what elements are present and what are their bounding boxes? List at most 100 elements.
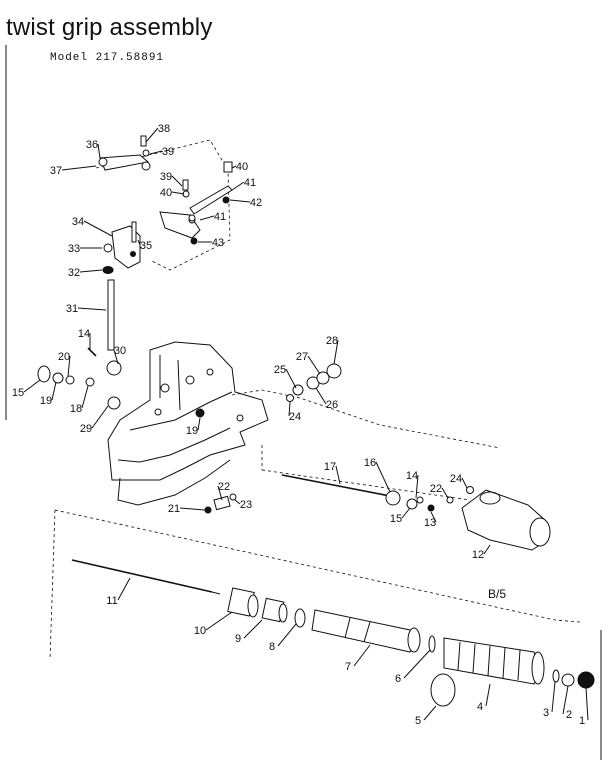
leader-36 <box>97 143 101 159</box>
leader-19 <box>51 381 57 401</box>
leader-19 <box>197 417 201 431</box>
throttle-shaft-7 <box>311 609 421 653</box>
callout-15: 15 <box>12 387 24 399</box>
screw-36 <box>131 221 137 243</box>
washer-21 <box>65 375 75 385</box>
leader-7 <box>353 644 371 667</box>
bushing-23 <box>213 495 231 511</box>
tiller-bracket-12 <box>461 489 551 551</box>
gear-17 <box>385 490 401 506</box>
leader-24 <box>288 401 291 417</box>
leader-38 <box>145 127 159 143</box>
callout-5: 5 <box>415 715 421 727</box>
leader-37 <box>61 165 97 171</box>
leader-34 <box>83 220 113 237</box>
spacer-41b <box>188 214 196 222</box>
callout-24: 24 <box>450 473 462 485</box>
callout-4: 4 <box>477 701 483 713</box>
callout-31: 31 <box>66 303 78 315</box>
leader-4 <box>485 683 491 707</box>
lower-unit-housing <box>107 341 269 506</box>
leader-11 <box>117 577 131 601</box>
leader-6 <box>403 649 431 679</box>
ring-8 <box>294 608 306 628</box>
leader-26 <box>315 387 327 405</box>
callout-24: 24 <box>289 411 301 423</box>
leader-13 <box>430 511 437 523</box>
leader-16 <box>375 461 391 493</box>
leader-39 <box>171 175 183 187</box>
callout-8: 8 <box>269 641 275 653</box>
callout-43: 43 <box>212 237 224 249</box>
shaft-32 <box>107 279 115 351</box>
leader-1 <box>585 687 589 721</box>
callout-12: 12 <box>472 549 484 561</box>
leader-41 <box>231 181 245 191</box>
callout-32: 32 <box>68 267 80 279</box>
callout-34: 34 <box>72 216 84 228</box>
cable-18 <box>281 474 391 497</box>
washer-3 <box>552 669 560 683</box>
knob-29 <box>326 363 342 379</box>
leader-40 <box>171 191 185 195</box>
callout-40: 40 <box>236 161 248 173</box>
callout-19: 19 <box>40 395 52 407</box>
leader-20 <box>67 355 71 377</box>
nut-43b <box>190 237 198 245</box>
washer-6 <box>428 635 436 653</box>
callout-38: 38 <box>158 123 170 135</box>
callout-39: 39 <box>160 171 172 183</box>
bushing-10 <box>227 587 259 618</box>
callout-15: 15 <box>390 513 402 525</box>
washer-15b <box>406 498 418 510</box>
callout-2: 2 <box>566 709 572 721</box>
throttle-rod-end <box>211 591 221 595</box>
callout-20: 20 <box>58 351 70 363</box>
diagram-title: twist grip assembly <box>6 14 213 41</box>
nut-13 <box>427 504 435 512</box>
callout-3: 3 <box>543 707 549 719</box>
callout-21: 21 <box>168 503 180 515</box>
nut-30 <box>107 396 121 410</box>
callout-25: 25 <box>274 364 286 376</box>
leader-28 <box>333 339 339 365</box>
leader-35 <box>137 239 141 246</box>
leader-14 <box>415 474 419 499</box>
washer-19a <box>85 377 95 387</box>
clip-ring-5 <box>430 673 456 707</box>
callout-27: 27 <box>296 351 308 363</box>
callout-19: 19 <box>186 425 198 437</box>
leader-18 <box>81 385 89 409</box>
linkage-arm-37 <box>98 154 151 171</box>
callout-9: 9 <box>235 633 241 645</box>
callout-22: 22 <box>430 483 442 495</box>
callout-14: 14 <box>406 470 418 482</box>
callout-10: 10 <box>194 625 206 637</box>
leader-22 <box>217 485 223 501</box>
twist-grip-4 <box>443 637 545 685</box>
leader-8 <box>277 623 297 647</box>
washer-26 <box>292 384 304 396</box>
callout-23: 23 <box>240 499 252 511</box>
bushing-9 <box>261 597 288 623</box>
leader-10 <box>205 611 233 631</box>
callout-35: 35 <box>140 240 152 252</box>
ball-25 <box>466 486 474 494</box>
callout-13: 13 <box>424 517 436 529</box>
washer-40a <box>142 149 150 157</box>
washer-28 <box>316 371 330 385</box>
callout-6: 6 <box>395 673 401 685</box>
nut-19b <box>195 408 205 418</box>
washer-34 <box>103 243 113 253</box>
nut-33 <box>102 266 114 274</box>
callout-40: 40 <box>160 187 172 199</box>
leader-15 <box>401 507 411 519</box>
leader-lines <box>23 127 589 721</box>
leader-41 <box>199 215 215 221</box>
callout-26: 26 <box>326 399 338 411</box>
ball-22b <box>446 496 454 504</box>
leader-25 <box>285 368 297 389</box>
throttle-rod-11 <box>71 559 213 593</box>
callout-16: 16 <box>364 457 376 469</box>
leader-15 <box>23 379 41 393</box>
